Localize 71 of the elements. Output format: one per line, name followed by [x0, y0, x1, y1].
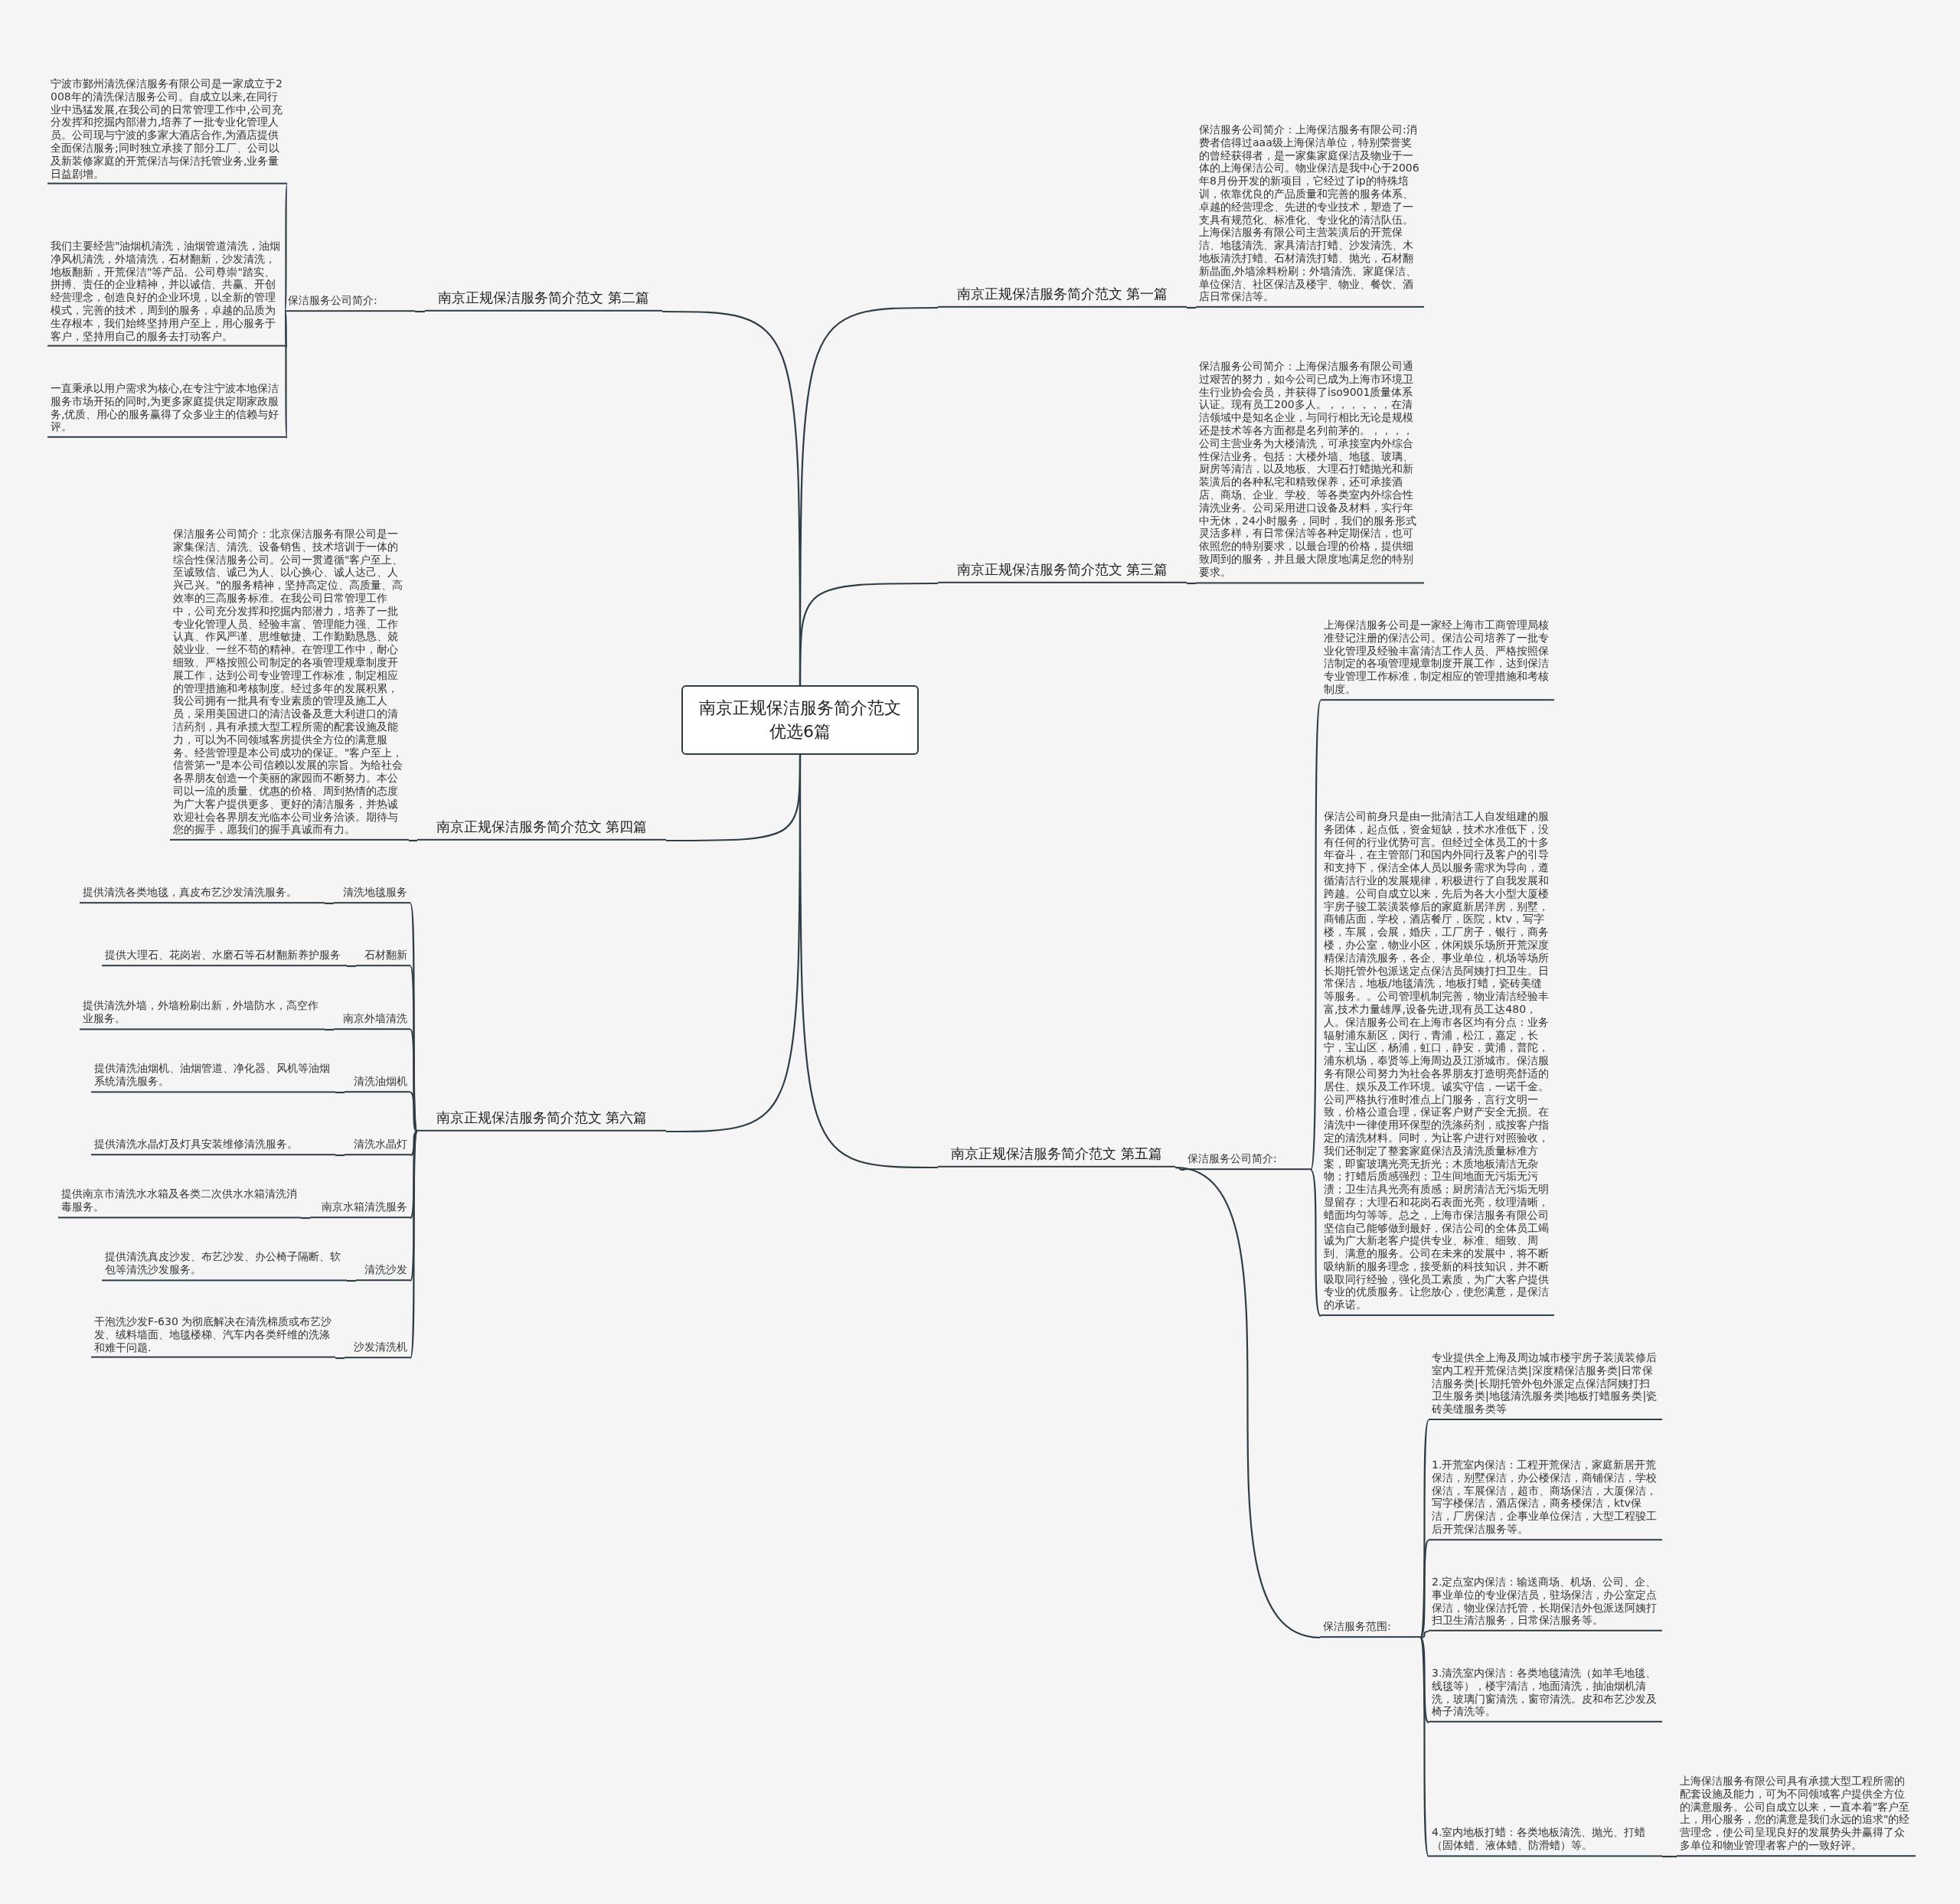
subtopic-text: 专业提供全上海及周边城市楼宇房子装潢装修后室内工程开荒保洁类|深度精保洁服务类|日常保洁服务类|长期托管外包外派定点保洁阿姨打扫卫生服务类|地毯清洗服务类|地板打蜡服务类|瓷砖美缝服务类等 — [1429, 1351, 1662, 1420]
connector-line — [335, 1357, 345, 1360]
connector-line — [1419, 1419, 1429, 1638]
connector-line — [335, 1091, 345, 1094]
subtopic-text: 4.室内地板打蜡：各类地板清洗、抛光、打蜡（固体蜡、液体蜡、防滑蜡）等。 — [1429, 1826, 1662, 1857]
subtopic-label: 清洗油烟机 — [345, 1075, 410, 1092]
connector-line — [1310, 1169, 1321, 1317]
subtopic-text: 1.开荒室内保洁：工程开荒保洁，家庭新居开荒保洁，别墅保洁，办公楼保洁，商铺保洁，学校保洁，车展保洁，超市、商场保洁，大厦保洁，写字楼保洁，酒店保洁，商务楼保洁，ktv保洁，厂房保洁，企事业单位保洁，大型工程骏工后开荒保洁服务等。 — [1429, 1458, 1662, 1540]
subtopic-text: 宁波市鄞州清洗保洁服务有限公司是一家成立于2008年的清洗保洁服务公司。自成立以来,在同行业中迅猛发展,在我公司的日常管理工作中,公司充分发挥和挖掘内部潜力,培养了一批专业化管理人员。公司现与宁波的多家大酒店合作,为酒店提供全面保洁服务;同时独立承接了部分工厂、公司以及新装修家庭的开荒保洁与保洁托管业务,业务量日益剧增。 — [47, 77, 287, 185]
central-topic: 南京正规保洁服务简介范文优选6篇 — [681, 685, 919, 755]
subtopic-label: 清洗水晶灯 — [345, 1138, 410, 1155]
branch-topic: 南京正规保洁服务简介范文 第六篇 — [417, 1107, 666, 1132]
connector-line — [1419, 1637, 1429, 1857]
subtopic-text: 保洁服务范围: — [1320, 1620, 1420, 1638]
connector-line — [409, 1131, 419, 1359]
subtopic-label: 清洗沙发 — [356, 1263, 410, 1281]
subtopic-text: 提供南京市清洗水水箱及各类二次供水水箱清洗消毒服务。 — [58, 1187, 301, 1218]
subtopic-text: 3.清洗室内保洁：各类地毯清洗（如羊毛地毯、线毯等），楼宇清洁，地面清洗，抽油烟机清洗，玻璃门窗清洗，窗帘清洗。皮和布艺沙发及椅子清洗等。 — [1429, 1666, 1662, 1723]
connector-line — [410, 1131, 418, 1219]
subtopic-label: 清洗地毯服务 — [334, 886, 410, 903]
subtopic-text: 保洁服务公司简介：北京保洁服务有限公司是一家集保洁、清洗、设备销售、技术培训于一体的综合性保洁服务公司。公司一贯遵循"客户至上、至诚致信、诚己为人、以心换心、诚人达己、人兴己兴。"的服务精神，坚持高定位、高质量、高效率的三高服务标准。在我公司日常管理工作中，公司充分发挥和挖掘内部潜力，培养了一批专业化管理人员、经验丰富、管理能力强、工作认真、作风严谨、思维敏捷、工作勤勤恳恳、兢兢业业、一丝不苟的精神。在管理工作中，耐心细致、严格按照公司制定的各项管理规章制度开展工作，达到公司专业管理工作标准，制定相应的管理措施和考核制度。经过多年的发展积累，我公司拥有一批具有专业素质的管理及施工人员，采用美国进口的清洁设备及意大利进口的清洁药剂，具有承揽大型工程所需的配套设施及能力，可以为不同领域客房提供全方位的满意服务。经营管理是本公司成功的保证。"客户至上，信誉第一"是本公司信赖以发展的宗旨。为给社会各界朋友创造一个美丽的家园而不断努力。本公司以一流的质量、优惠的价格、周到热情的态度为广大客户提供更多、更好的清洁服务，并热诚欢迎社会各界朋友光临本公司业务洽谈。期待与您的握手，愿我们的握手真诚而有力。 — [170, 527, 409, 841]
connector-line — [410, 1029, 418, 1132]
connector-line — [799, 582, 938, 685]
branch-topic: 南京正规保洁服务简介范文 第四篇 — [417, 816, 666, 841]
subtopic-text: 提供清洗外墙，外墙粉刷出新，外墙防水，高空作业服务。 — [80, 999, 325, 1030]
connector-line — [283, 184, 289, 312]
connector-line — [1187, 306, 1196, 309]
connector-line — [410, 1131, 418, 1282]
connector-line — [1662, 1855, 1677, 1858]
subtopic-label: 南京外墙清洗 — [334, 1012, 410, 1030]
connector-line — [283, 311, 289, 439]
connector-line — [409, 839, 417, 842]
subtopic-label: 石材翻新 — [356, 949, 410, 966]
subtopic-label: 南京水箱清洗服务 — [310, 1200, 410, 1218]
subtopic-text: 保洁服务公司简介: — [1184, 1152, 1311, 1170]
connector-line — [1309, 700, 1322, 1171]
connector-line — [325, 902, 334, 905]
subtopic-text: 2.定点室内保洁：输送商场、机场、公司、企、事业单位的专业保洁员，驻场保洁，办公室定点保洁，物业保洁托管，长期保洁外包派送阿姨打扫卫生清洁服务，日常保洁服务等。 — [1429, 1575, 1662, 1631]
connector-line — [347, 1279, 356, 1282]
branch-topic: 南京正规保洁服务简介范文 第二篇 — [425, 287, 662, 312]
connector-line — [1419, 1540, 1429, 1638]
subtopic-text: 提供清洗各类地毯，真皮布艺沙发清洗服务。 — [80, 886, 325, 903]
connector-line — [1174, 1166, 1321, 1639]
subtopic-text: 一直秉承以用户需求为核心,在专注宁波本地保洁服务市场开拓的同时,为更多家庭提供定期家政服务,优质、用心的服务赢得了众多业主的信赖与好评。 — [47, 381, 287, 438]
subtopic-text: 提供清洗水晶灯及灯具安装维修清洗服务。 — [91, 1138, 335, 1155]
subtopic-text: 保洁服务公司简介: — [285, 294, 415, 312]
subtopic-label: 沙发清洗机 — [345, 1341, 410, 1358]
connector-line — [301, 1217, 310, 1220]
connector-line — [335, 1154, 345, 1157]
subtopic-text: 上海保洁服务公司是一家经上海市工商管理局核准登记注册的保洁公司。保洁公司培养了一批专业化管理及经验丰富清洁工作人员、严格按照保洁制定的各项管理规章制度开展工作，达到保洁专业管理工作标准，制定相应的管理措施和考核制度。 — [1321, 619, 1554, 701]
subtopic-text: 提供清洗真皮沙发、布艺沙发、办公椅子隔断、软包等清洗沙发服务。 — [102, 1250, 347, 1281]
connector-line — [1419, 1630, 1429, 1639]
subtopic-text: 我们主要经营"油烟机清洗，油烟管道清洗，油烟净风机清洗，外墙清洗，石材翻新，沙发清洗，地板翻新，开荒保洁"等产品。公司尊崇"踏实、拼搏、责任的企业精神，并以诚信、共赢、开创经营理念，创造良好的企业环境，以全新的管理模式，完善的技术，周到的服务，卓越的品质为生存根本，我们始终坚持用户至上，用心服务于客户，坚持用自己的服务去打动客户。 — [47, 239, 287, 347]
branch-topic: 南京正规保洁服务简介范文 第一篇 — [938, 283, 1187, 308]
subtopic-text: 保洁公司前身只是由一批清洁工人自发组建的服务团体，起点低，资金短缺，技术水准低下，没有任何的行业优势可言。但经过全体员工的十多年奋斗，在主管部门和国内外同行及客户的引导和支持下，保洁全体人员以服务需求为导向，遵循清洁行业的发展规律，积极进行了自我发展和跨越。公司自成立以来，先后为各大小型大厦楼宇房子骏工装潢装修后的家庭新居洋房，别墅，商铺店面，学校，酒店餐厅，医院，ktv，写字楼，车展，会展，婚庆，工厂房子，银行，商务楼，办公室，物业小区，休闲娱乐场所开荒深度精保洁清洗服务，各企、事业单位，机场等场所长期托管外包派送定点保洁员阿姨打扫卫生。日常保洁，地板/地毯清洗，地板打蜡，瓷砖美缝等服务。。公司管理机制完善，物业清洁经验丰富,技术力量雄厚,设备先进,现有员工达480，人。保洁服务公司在上海市各区均有分点：业务辐射浦东新区，闵行，青浦，松江，嘉定，长宁，宝山区，杨浦，虹口，静安，黄浦，普陀，浦东机场，奉贤等上海周边及江浙城市。保洁服务有限公司努力为社会各界朋友打造明亮舒适的居住、娱乐及工作环境。诚实守信，一诺千金。公司严格执行准时准点上门服务，言行文明一致，价格公道合理，保证客户财产安全无损。在清洗中一律使用环保型的洗涤药剂，或按客户指定的清洗材料。同时，为让客户进行对照验收，我们还制定了整套家庭保洁及清洗质量标准方案，即窗玻璃光亮无折光；木质地板清洁无杂物；打蜡后质感强烈；卫生间地面无污垢无污渍；卫生洁具光亮有质感；厨房清洁无污垢无明显留存；大理石和花岗石表面光亮，纹理清晰，蜡面均匀等等。总之，上海市保洁服务有限公司坚信自己能够做到最好，保洁公司的全体员工竭诚为广大新老客户提供专业、标准、细致、周到、满意的服务。公司在未来的发展中，将不断吸纳新的服务理念，接受新的科技知识，并不断吸取同行经验，强化员工素质，为广大客户提供专业的优质服务。让您放心，使您满意，是保洁的承诺。 — [1321, 809, 1554, 1316]
connector-line — [415, 310, 425, 313]
connector-line — [666, 755, 802, 1133]
connector-line — [325, 1028, 334, 1031]
branch-topic: 南京正规保洁服务简介范文 第五篇 — [938, 1143, 1175, 1168]
connector-line — [1187, 582, 1196, 585]
branch-topic: 南京正规保洁服务简介范文 第三篇 — [938, 559, 1187, 583]
subtopic-text: 提供大理石、花岗岩、水磨石等石材翻新养护服务 — [102, 949, 347, 966]
subtopic-text: 干泡洗沙发F-630 为彻底解决在清洗棉质或布艺沙发、绒料墙面、地毯楼梯、汽车内各类纤维的洗涤和难干问题. — [91, 1315, 335, 1358]
subtopic-text: 上海保洁服务有限公司具有承揽大型工程所需的配套设施及能力，可为不同领域客户提供全方位的满意服务。公司自成立以来，一直本着"客户至上，用心服务，您的满意是我们永远的追求"的经营理念，使公司呈现良好的发展势头并赢得了众多单位和物业管理者客户的一致好评。 — [1677, 1775, 1916, 1857]
subtopic-text: 提供清洗油烟机、油烟管道、净化器、风机等油烟系统清洗服务。 — [91, 1062, 335, 1092]
subtopic-text: 保洁服务公司简介：上海保洁服务有限公司通过艰苦的努力，如今公司已成为上海市环境卫生行业协会会员，并获得了iso9001质量体系认证。现有员工200多人。，，，，，，在清洁领域中是知名企业，与同行相比无论是规模还是技术等各方面都是名列前茅的。，，，，公司主营业务为大楼清洗，可承接室内外综合性保洁业务。包括：大楼外墙、地毯、玻璃、厨房等清洁，以及地板、大理石打蜡抛光和新装潢后的各种私宅和精致保养，还可承接酒店、商场、企业、学校、等各类室内外综合性清洗业务。公司采用进口设备及材料，实行年中无休，24小时服务，同时，我们的服务形式灵活多样，有日常保洁等各种定期保洁，也可依照您的特别要求，以最合理的价格，提供细致周到的服务，并且最大限度地满足您的特别要求。 — [1196, 360, 1424, 583]
connector-line — [410, 1092, 418, 1132]
connector-line — [410, 1131, 418, 1156]
connector-line — [347, 965, 356, 968]
subtopic-text: 保洁服务公司简介：上海保洁服务有限公司:消费者信得过aaa级上海保洁单位，特别荣誉奖的曾经获得者，是一家集家庭保洁及物业于一体的上海保洁公司。物业保洁是我中心于2006年8月份开发的新项目，它经过了ip的特殊培训，依靠优良的产品质量和完善的服务体系、卓越的经营理念、先进的专业技术，塑造了一支具有规范化、标准化、专业化的清洁队伍。上海保洁服务有限公司主营装潢后的开荒保洁、地毯清洗、家具清洁打蜡、沙发清洗、木地板清洗打蜡、石材清洗打蜡、抛光，石材翻新晶面,外墙涂料粉刷；外墙清洗、家庭保洁、单位保洁、社区保洁及楼宇、物业、餐饮、酒店日常保洁等。 — [1196, 122, 1424, 308]
connector-line — [1419, 1637, 1429, 1723]
